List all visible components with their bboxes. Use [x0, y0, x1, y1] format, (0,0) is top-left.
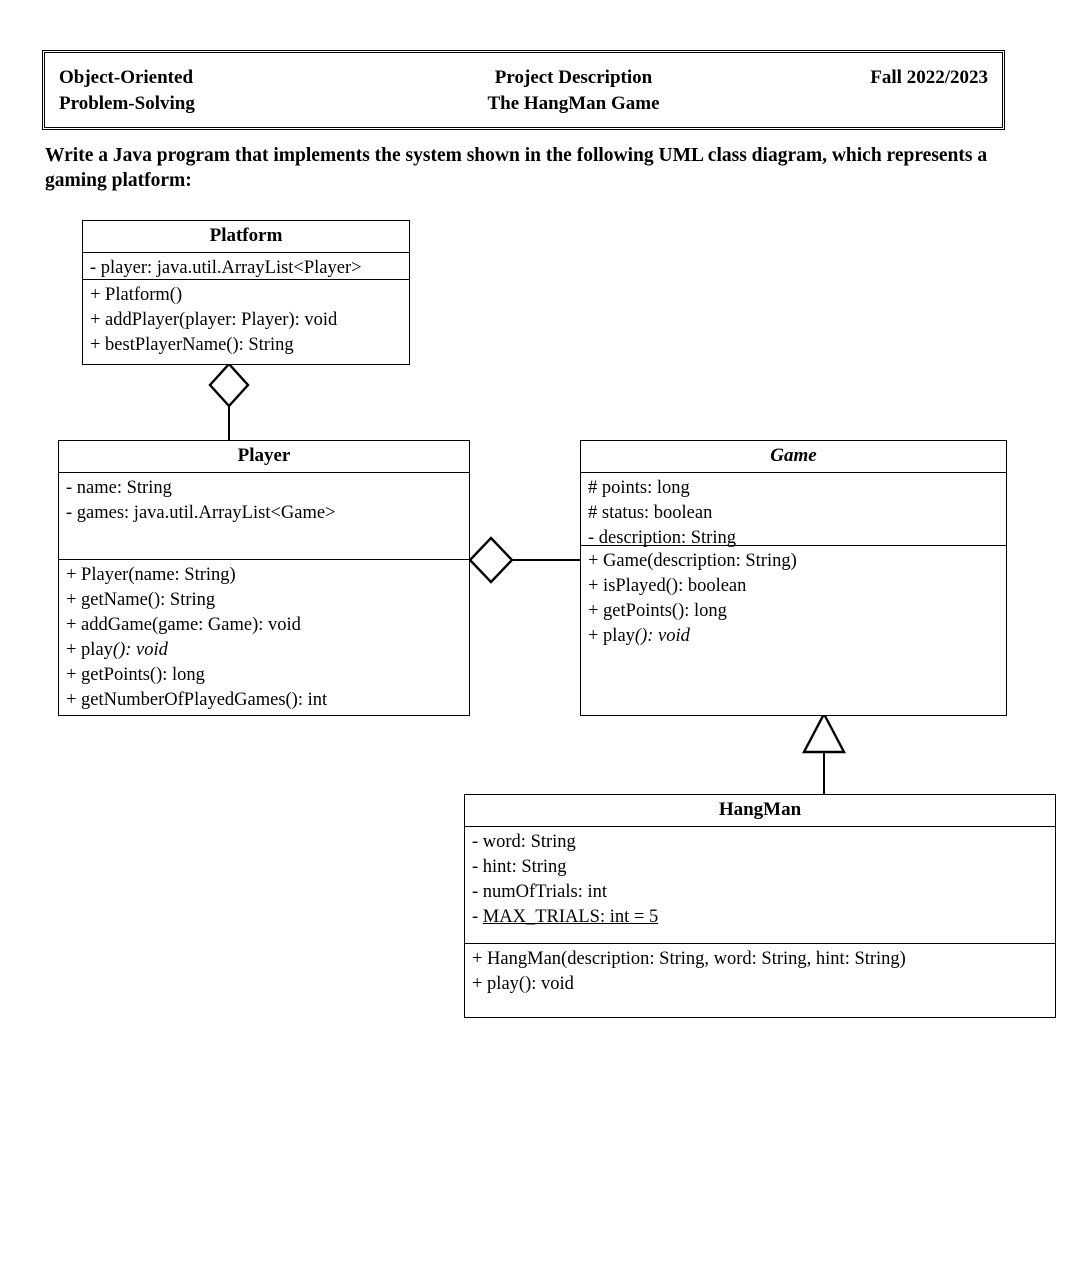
uml-attribute: - games: java.util.ArrayList<Game>: [66, 503, 336, 523]
header-term-line1: Fall 2022/2023: [870, 67, 988, 88]
uml-method: + Game(description: String): [588, 551, 797, 571]
uml-class-game-attributes: # points: long # status: boolean - descr…: [581, 473, 1006, 548]
uml-class-platform-attributes: - player: java.util.ArrayList<Player>: [83, 253, 409, 279]
uml-method: + play(): void: [472, 974, 574, 994]
uml-attribute: - hint: String: [472, 857, 567, 877]
aggregation-player-game: [468, 536, 584, 584]
uml-method: + getNumberOfPlayedGames(): int: [66, 690, 328, 710]
uml-class-game: Game # points: long # status: boolean - …: [580, 440, 1007, 716]
uml-method: + HangMan(description: String, word: Str…: [472, 949, 906, 969]
assignment-instruction-text: Write a Java program that implements the…: [45, 145, 988, 191]
uml-method: + addPlayer(player: Player): void: [90, 310, 338, 330]
uml-class-player-attributes: - name: String - games: java.util.ArrayL…: [59, 473, 469, 559]
uml-class-platform: Platform - player: java.util.ArrayList<P…: [82, 220, 410, 365]
header-course-line2: Problem-Solving: [59, 93, 195, 114]
uml-method: + addGame(game: Game): void: [66, 615, 301, 635]
uml-class-platform-name: Platform: [83, 221, 409, 253]
uml-method-abstract: + play(): void: [588, 624, 999, 649]
header-course-title: Object-Oriented Problem-Solving: [59, 65, 389, 117]
header-document-line1: Project Description: [494, 67, 653, 88]
header-term: Fall 2022/2023: [758, 65, 988, 91]
generalization-hangman-game: [802, 712, 846, 798]
header-course-line1: Object-Oriented: [59, 67, 194, 88]
uml-method-abstract: + play(): void: [66, 638, 462, 663]
uml-attribute: # points: long: [588, 478, 690, 498]
uml-method-abstract-text: + play(): void: [588, 626, 690, 646]
uml-method: + getName(): String: [66, 590, 216, 610]
header-document-line2: The HangMan Game: [487, 93, 660, 114]
uml-attribute: # status: boolean: [588, 503, 713, 523]
uml-attribute: - description: String: [588, 528, 736, 548]
uml-class-game-name: Game: [581, 441, 1006, 473]
uml-attribute: - numOfTrials: int: [472, 882, 607, 902]
uml-method: + Platform(): [90, 285, 183, 305]
uml-class-hangman-attributes: - word: String - hint: String - numOfTri…: [465, 827, 1055, 943]
uml-method: + bestPlayerName(): String: [90, 335, 294, 355]
header-document-title: Project Description The HangMan Game: [389, 65, 758, 117]
uml-class-hangman-name: HangMan: [465, 795, 1055, 827]
uml-class-player: Player - name: String - games: java.util…: [58, 440, 470, 716]
uml-attribute-static-text: - MAX_TRIALS: int = 5: [472, 907, 659, 927]
document-header-inner: Object-Oriented Problem-Solving Project …: [45, 53, 1002, 127]
uml-class-hangman-methods: + HangMan(description: String, word: Str…: [465, 943, 1055, 1017]
uml-method-abstract-text: + play(): void: [66, 640, 168, 660]
hollow-diamond-icon: [208, 362, 250, 408]
uml-method: + Player(name: String): [66, 565, 236, 585]
uml-method: + isPlayed(): boolean: [588, 576, 747, 596]
uml-attribute-static: - MAX_TRIALS: int = 5: [472, 905, 1048, 930]
uml-method: + getPoints(): long: [588, 601, 727, 621]
uml-attribute: - player: java.util.ArrayList<Player>: [90, 258, 362, 278]
uml-class-hangman: HangMan - word: String - hint: String - …: [464, 794, 1056, 1018]
uml-class-player-methods: + Player(name: String) + getName(): Stri…: [59, 559, 469, 721]
uml-attribute: - word: String: [472, 832, 576, 852]
document-header-banner: Object-Oriented Problem-Solving Project …: [42, 50, 1005, 130]
uml-class-platform-methods: + Platform() + addPlayer(player: Player)…: [83, 279, 409, 369]
aggregation-platform-player: [208, 362, 250, 444]
uml-attribute: - name: String: [66, 478, 172, 498]
uml-method: + getPoints(): long: [66, 665, 205, 685]
uml-class-game-methods: + Game(description: String) + isPlayed()…: [581, 545, 1006, 721]
uml-class-player-name: Player: [59, 441, 469, 473]
hollow-diamond-icon: [468, 536, 514, 584]
